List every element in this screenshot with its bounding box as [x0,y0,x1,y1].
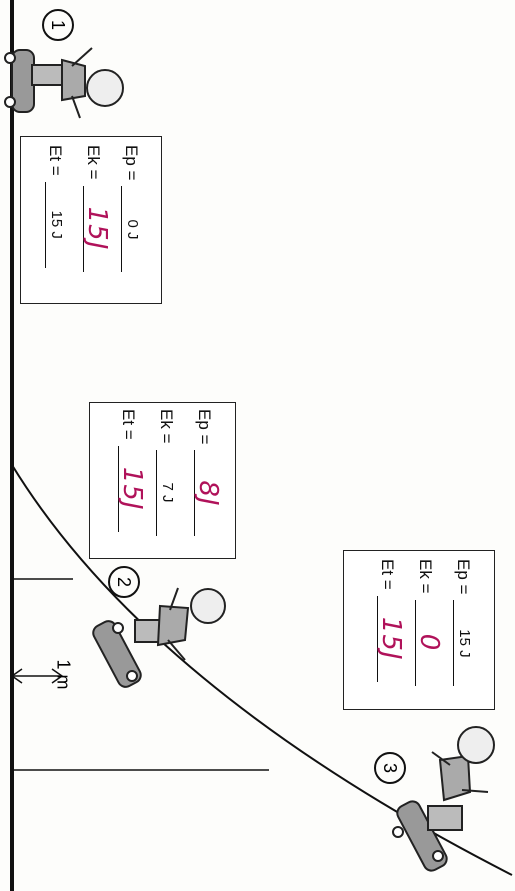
et-label: Et = [45,145,65,176]
ep-printed-value: 15 J [456,600,473,686]
position-number-2: 2 [108,566,140,598]
energy-box-1: Ep = 0 J Ek = 15J Et = 15 J [20,136,162,304]
energy-box-2: Ep = 8J Ek = 7 J Et = 15J [89,402,236,559]
ep-label: Ep = [121,145,141,180]
ep-blank: 8J [194,450,221,536]
et-blank: 15J [377,596,404,682]
ep-blank: 15 J [453,600,480,686]
ek-blank: 15J [83,186,110,272]
ek-label: Ek = [83,145,103,180]
et-blank: 15 J [45,182,72,268]
ek-label: Ek = [156,409,176,444]
distance-label: 1 m [53,659,74,689]
et-handwritten-value: 15J [117,446,147,532]
ek-label: Ek = [415,559,435,594]
ek-blank: 7 J [156,450,183,536]
et-label: Et = [377,559,397,590]
et-blank: 15J [118,446,145,532]
skateboarder-3-figure [393,727,494,873]
ek-blank: 0 [415,600,442,686]
energy-box-3: Ep = 15 J Ek = 0 Et = 15J [343,550,495,710]
skateboarder-2-figure [90,588,225,690]
skateboarder-1-figure [5,48,123,118]
ek-handwritten-value: 0 [414,600,444,686]
ep-blank: 0 J [121,186,148,272]
et-printed-value: 15 J [48,182,65,268]
ep-printed-value: 0 J [124,186,141,272]
et-handwritten-value: 15J [376,596,406,682]
ep-label: Ep = [194,409,214,444]
ek-handwritten-value: 15J [82,186,112,272]
et-label: Et = [118,409,138,440]
ep-label: Ep = [453,559,473,594]
ek-printed-value: 7 J [159,450,176,536]
ep-handwritten-value: 8J [193,450,223,536]
position-number-3: 3 [374,752,406,784]
position-number-1: 1 [42,9,74,41]
